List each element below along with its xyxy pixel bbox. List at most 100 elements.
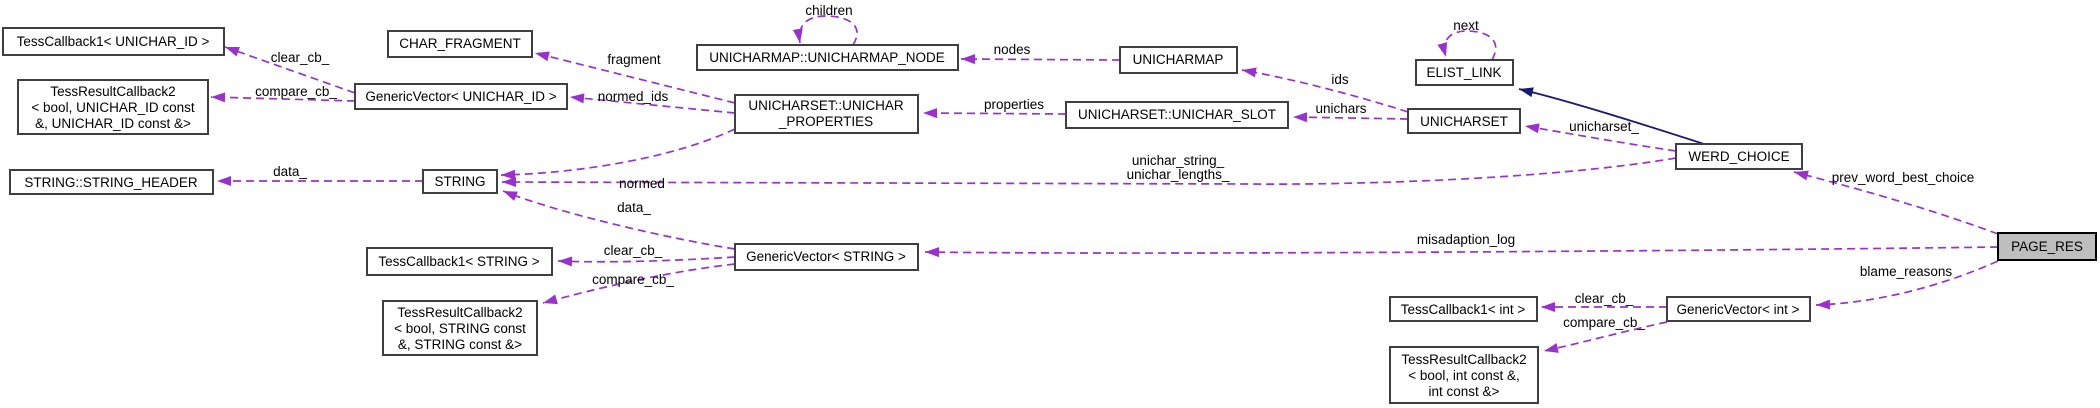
edge-label: clear_cb_ xyxy=(604,243,663,258)
node-box xyxy=(696,44,959,71)
edge-label: fragment xyxy=(607,52,661,67)
edge-label: clear_cb_ xyxy=(1575,291,1634,306)
node-box xyxy=(1407,108,1521,134)
node-elist-link[interactable]: ELIST_LINK xyxy=(1415,59,1514,86)
node-box xyxy=(2,27,225,56)
node-box xyxy=(1666,296,1811,322)
node-label: UNICHARMAP::UNICHARMAP_NODE xyxy=(709,50,945,65)
edge-label: compare_cb_ xyxy=(255,84,337,99)
edge-label: compare_cb_ xyxy=(1563,315,1645,330)
node-box xyxy=(1389,296,1538,322)
node-label: GenericVector< int > xyxy=(1676,302,1799,317)
node-page-res[interactable]: PAGE_RES xyxy=(1997,232,2097,261)
edge-prev-word-best-choice xyxy=(1793,170,1999,235)
node-label: WERD_CHOICE xyxy=(1688,149,1789,164)
node-unicharset-unichar-properties[interactable]: UNICHARSET::UNICHAR _PROPERTIES xyxy=(734,94,919,134)
node-label: ELIST_LINK xyxy=(1426,65,1501,80)
node-unicharmap[interactable]: UNICHARMAP xyxy=(1119,46,1238,74)
edge-label: data_ xyxy=(273,164,307,179)
node-genericvector-int[interactable]: GenericVector< int > xyxy=(1666,296,1811,322)
node-tessresultcallback2-int[interactable]: TessResultCallback2 < bool, int const &,… xyxy=(1389,346,1539,404)
edge-label: clear_cb_ xyxy=(271,50,330,65)
node-tessresultcallback2-string[interactable]: TessResultCallback2 < bool, STRING const… xyxy=(382,300,538,356)
node-box xyxy=(1065,101,1289,129)
edge-normed-ids xyxy=(569,93,736,114)
node-unicharset[interactable]: UNICHARSET xyxy=(1407,108,1521,134)
edge-label: compare_cb_ xyxy=(592,272,674,287)
edge-gvstring-data xyxy=(502,190,736,250)
edge-label: unichars xyxy=(1315,101,1366,116)
node-label: UNICHARSET::UNICHAR xyxy=(748,98,904,113)
node-box xyxy=(382,300,538,356)
node-box xyxy=(734,243,919,271)
node-tesscallback1-unichar-id[interactable]: TessCallback1< UNICHAR_ID > xyxy=(2,27,225,56)
node-werd-choice[interactable]: WERD_CHOICE xyxy=(1675,143,1803,170)
node-label: &, STRING const &> xyxy=(398,337,522,352)
node-label: < bool, int const &, xyxy=(1408,368,1519,383)
edge-misadaption-log xyxy=(924,246,1999,258)
edge-nodes xyxy=(960,54,1121,65)
edge-label: normed xyxy=(619,176,665,191)
edge-gvstring-compare-cb xyxy=(542,263,736,305)
node-string-string-header[interactable]: STRING::STRING_HEADER xyxy=(9,169,214,195)
node-char-fragment[interactable]: CHAR_FRAGMENT xyxy=(387,30,533,58)
edge-label: normed_ids xyxy=(598,89,669,104)
edge-label: properties xyxy=(984,97,1044,112)
edge-label: data_ xyxy=(617,200,651,215)
node-tessresultcallback2-unichar-id[interactable]: TessResultCallback2 < bool, UNICHAR_ID c… xyxy=(17,79,209,135)
node-label: STRING xyxy=(434,174,485,189)
node-tesscallback1-int[interactable]: TessCallback1< int > xyxy=(1389,296,1538,322)
node-label: UNICHARMAP xyxy=(1133,52,1224,67)
node-genericvector-unichar-id[interactable]: GenericVector< UNICHAR_ID > xyxy=(354,83,568,110)
edge-label: blame_reasons xyxy=(1860,264,1953,279)
node-tesscallback1-string[interactable]: TessCallback1< STRING > xyxy=(366,247,553,276)
node-label: TessResultCallback2 xyxy=(50,84,175,99)
node-label: TessCallback1< UNICHAR_ID > xyxy=(17,34,210,49)
edge-labels: clear_cb_ compare_cb_ fragment normed_id… xyxy=(255,3,1974,330)
node-label: STRING::STRING_HEADER xyxy=(24,175,198,190)
node-box xyxy=(1997,232,2097,261)
node-label: &, UNICHAR_ID const &> xyxy=(35,116,191,131)
node-box xyxy=(1415,59,1514,86)
edge-clear-cb-unichar-id xyxy=(224,46,356,94)
edge-unicharset xyxy=(1524,123,1677,152)
edge-label: unichar_string_ xyxy=(1132,153,1225,168)
node-box xyxy=(1119,46,1238,74)
node-label: TessCallback1< int > xyxy=(1401,302,1526,317)
edge-label: children xyxy=(805,3,852,18)
edge-inheritance-elist-link xyxy=(1518,87,1705,145)
node-genericvector-string[interactable]: GenericVector< STRING > xyxy=(734,243,919,271)
edge-label: next xyxy=(1453,18,1479,33)
node-label: CHAR_FRAGMENT xyxy=(399,36,521,51)
edge-gvstring-clear-cb xyxy=(557,256,736,267)
edge-next-self-loop xyxy=(1437,30,1497,61)
edge-children-self-loop xyxy=(792,15,858,46)
edge-label: ids xyxy=(1331,72,1349,87)
edge-label: unichar_lengths_ xyxy=(1127,167,1230,182)
edge-label: misadaption_log xyxy=(1417,232,1515,247)
node-label: TessCallback1< STRING > xyxy=(378,254,539,269)
node-box xyxy=(9,169,214,195)
node-label: GenericVector< STRING > xyxy=(746,249,906,264)
node-string[interactable]: STRING xyxy=(422,169,498,194)
node-box xyxy=(734,94,919,134)
edge-label: nodes xyxy=(994,42,1031,57)
node-box xyxy=(387,30,533,58)
node-label: < bool, UNICHAR_ID const xyxy=(31,100,194,115)
node-unicharmap-unicharmap-node[interactable]: UNICHARMAP::UNICHARMAP_NODE xyxy=(696,44,959,71)
node-label: int const &> xyxy=(1429,384,1500,399)
edge-properties xyxy=(922,108,1067,119)
node-label: _PROPERTIES xyxy=(778,114,873,129)
edge-normed xyxy=(500,128,736,180)
edge-label: unicharset_ xyxy=(1569,119,1639,134)
node-box xyxy=(1675,143,1803,170)
node-label: GenericVector< UNICHAR_ID > xyxy=(365,89,556,104)
node-box xyxy=(366,247,553,276)
edge-blame-reasons xyxy=(1815,260,1999,310)
edge-compare-cb-unichar-id xyxy=(210,92,356,103)
node-label: UNICHARSET xyxy=(1420,114,1508,129)
edges xyxy=(210,15,1999,353)
node-unicharset-unichar-slot[interactable]: UNICHARSET::UNICHAR_SLOT xyxy=(1065,101,1289,129)
node-box xyxy=(354,83,568,110)
